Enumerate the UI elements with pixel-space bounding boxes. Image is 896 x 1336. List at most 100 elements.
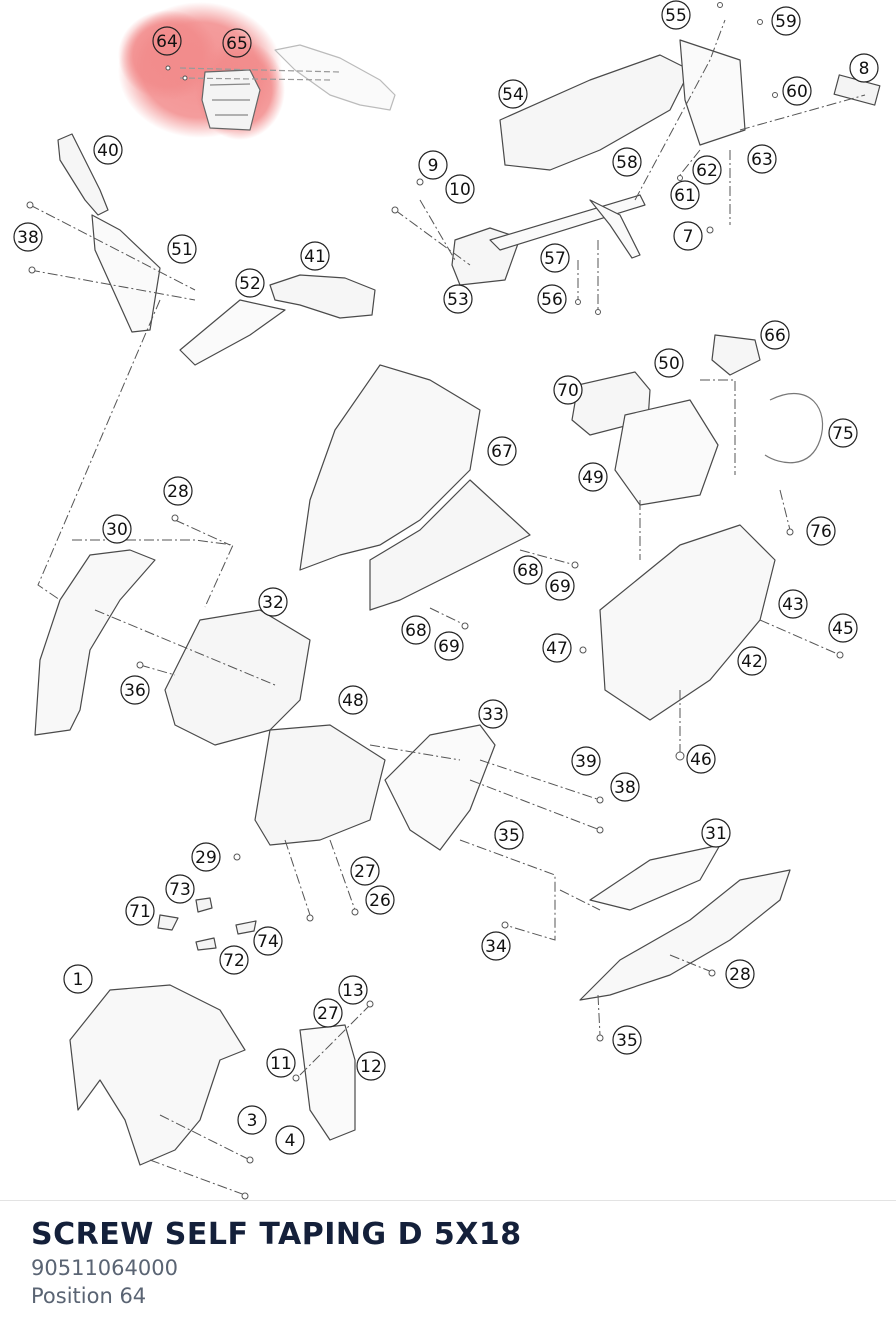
callout-53: 53 (443, 284, 473, 314)
callout-circle (152, 26, 182, 56)
callout-circle (828, 418, 858, 448)
callout-number: 66 (764, 326, 786, 346)
callout-43: 43 (778, 589, 808, 619)
callout-8: 8 (849, 53, 879, 83)
part-drawings (34, 39, 881, 1166)
callout-number: 9 (428, 156, 439, 176)
callout-52: 52 (235, 268, 265, 298)
callout-26: 26 (365, 885, 395, 915)
callout-3: 3 (237, 1105, 267, 1135)
callout-circle (610, 772, 640, 802)
callout-number: 3 (247, 1111, 258, 1131)
callout-72: 72 (219, 945, 249, 975)
callout-58: 58 (612, 147, 642, 177)
callout-number: 76 (810, 522, 832, 542)
callout-70: 70 (553, 375, 583, 405)
part-position: Position 64 (31, 1284, 147, 1308)
callout-number: 30 (106, 520, 128, 540)
callout-circle (253, 926, 283, 956)
callout-number: 42 (741, 652, 763, 672)
callout-circle (701, 818, 731, 848)
callout-29: 29 (191, 842, 221, 872)
callout-circle (235, 268, 265, 298)
callout-27: 27 (313, 998, 343, 1028)
callout-number: 31 (705, 824, 727, 844)
callout-circle (434, 631, 464, 661)
callout-number: 40 (97, 141, 119, 161)
callout-63: 63 (747, 144, 777, 174)
callout-circle (686, 744, 716, 774)
callout-circle (747, 144, 777, 174)
callout-circle (350, 856, 380, 886)
callout-circle (670, 180, 700, 210)
callout-number: 28 (167, 482, 189, 502)
callout-circle (849, 53, 879, 83)
callout-54: 54 (498, 79, 528, 109)
callout-49: 49 (578, 462, 608, 492)
callout-number: 12 (360, 1057, 382, 1077)
callout-56: 56 (537, 284, 567, 314)
callout-circle (782, 76, 812, 106)
callout-number: 55 (665, 6, 687, 26)
callout-number: 38 (17, 228, 39, 248)
callout-number: 4 (285, 1131, 296, 1151)
callout-circle (165, 874, 195, 904)
callout-circle (356, 1051, 386, 1081)
screw-parts (26, 2, 844, 1200)
callout-62: 62 (692, 155, 722, 185)
part-title: SCREW SELF TAPING D 5X18 (31, 1217, 522, 1252)
callout-number: 13 (342, 981, 364, 1001)
callout-circle (401, 615, 431, 645)
callout-32: 32 (258, 587, 288, 617)
callout-number: 61 (674, 186, 696, 206)
callout-33: 33 (478, 699, 508, 729)
callout-circle (494, 820, 524, 850)
callout-number: 33 (482, 705, 504, 725)
callout-61: 61 (670, 180, 700, 210)
callout-number: 27 (317, 1004, 339, 1024)
callout-circle (806, 516, 836, 546)
highlight-area (118, 2, 285, 140)
callout-11: 11 (266, 1048, 296, 1078)
callout-number: 47 (546, 639, 568, 659)
callout-circle (540, 243, 570, 273)
callout-circle (313, 998, 343, 1028)
callout-number: 11 (270, 1054, 292, 1074)
callout-34: 34 (481, 931, 511, 961)
callout-number: 43 (782, 595, 804, 615)
callout-number: 38 (614, 778, 636, 798)
callout-circle (365, 885, 395, 915)
callout-number: 58 (616, 153, 638, 173)
callout-number: 75 (832, 424, 854, 444)
callout-number: 1 (73, 970, 84, 990)
callout-number: 35 (616, 1031, 638, 1051)
callout-circle (498, 79, 528, 109)
callout-circle (545, 571, 575, 601)
callout-28: 28 (725, 959, 755, 989)
callout-circle (338, 975, 368, 1005)
callout-12: 12 (356, 1051, 386, 1081)
callout-circle (418, 150, 448, 180)
callout-number: 64 (156, 32, 178, 52)
callout-68: 68 (401, 615, 431, 645)
callout-number: 10 (449, 180, 471, 200)
callout-number: 56 (541, 290, 563, 310)
callout-7: 7 (673, 221, 703, 251)
callout-number: 62 (696, 161, 718, 181)
callout-64: 64 (152, 26, 182, 56)
callout-circle (578, 462, 608, 492)
callout-circle (191, 842, 221, 872)
callout-number: 7 (683, 227, 694, 247)
callout-35: 35 (612, 1025, 642, 1055)
callout-number: 74 (257, 932, 279, 952)
callout-55: 55 (661, 0, 691, 30)
callout-circle (771, 6, 801, 36)
callout-number: 41 (304, 247, 326, 267)
exploded-parts-diagram: 1347891011121326272728282930313233343535… (13, 0, 881, 1200)
callout-30: 30 (102, 514, 132, 544)
callout-circle (542, 633, 572, 663)
callout-circle (93, 135, 123, 165)
callout-number: 59 (775, 12, 797, 32)
callout-number: 34 (485, 937, 507, 957)
callout-number: 35 (498, 826, 520, 846)
